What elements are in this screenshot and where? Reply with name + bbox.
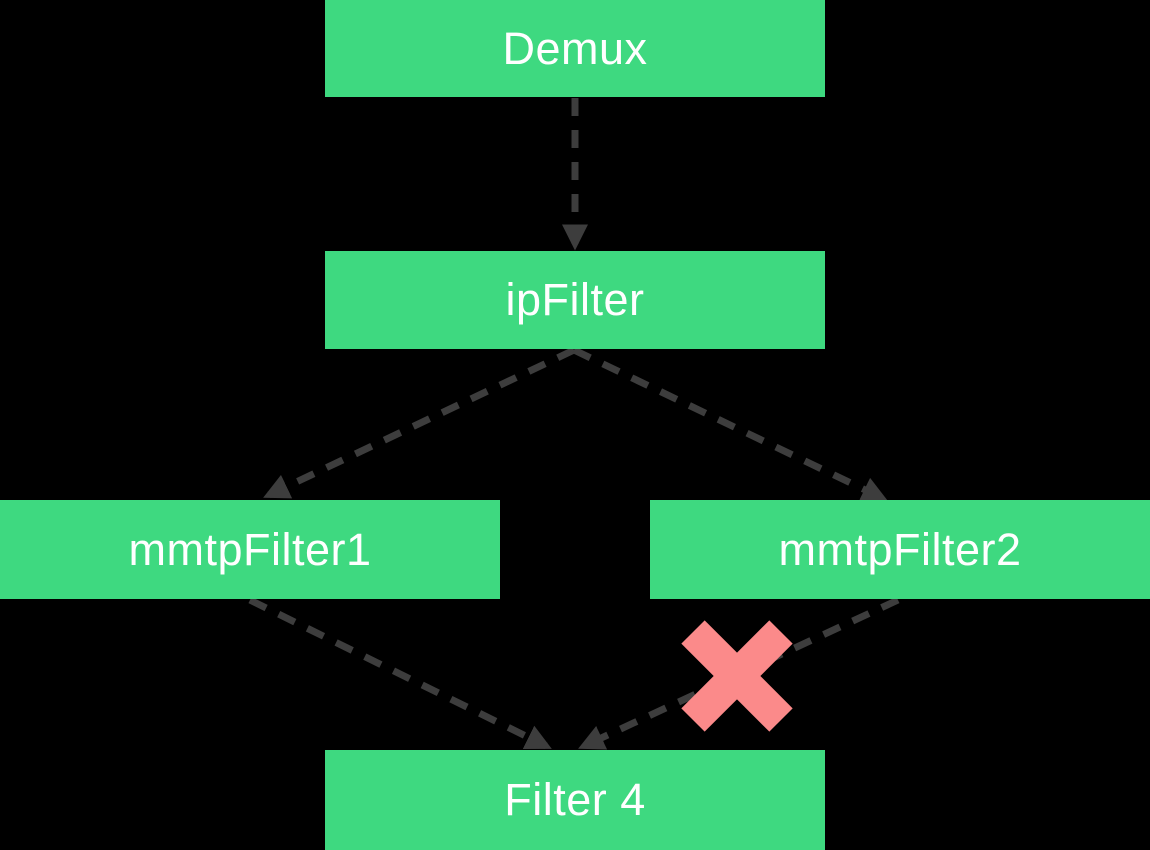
node-ipfilter-label: ipFilter	[505, 274, 645, 325]
node-demux-label: Demux	[502, 22, 648, 74]
blocked-x-icon	[681, 620, 793, 732]
node-ipfilter: ipFilter	[325, 251, 825, 349]
edge-mmtpfilter1-to-filter4	[248, 596, 552, 750]
edge-ipfilter-to-mmtpfilter1	[263, 346, 576, 499]
node-filter4-label: Filter 4	[504, 774, 646, 825]
edge-ipfilter-to-mmtpfilter2	[572, 346, 888, 502]
node-mmtpfilter2: mmtpFilter2	[650, 500, 1150, 599]
node-mmtpfilter1: mmtpFilter1	[0, 500, 500, 599]
node-mmtpfilter1-label: mmtpFilter1	[128, 523, 372, 575]
node-mmtpfilter2-label: mmtpFilter2	[778, 523, 1022, 575]
node-demux: Demux	[325, 0, 825, 97]
node-filter4: Filter 4	[325, 750, 825, 850]
